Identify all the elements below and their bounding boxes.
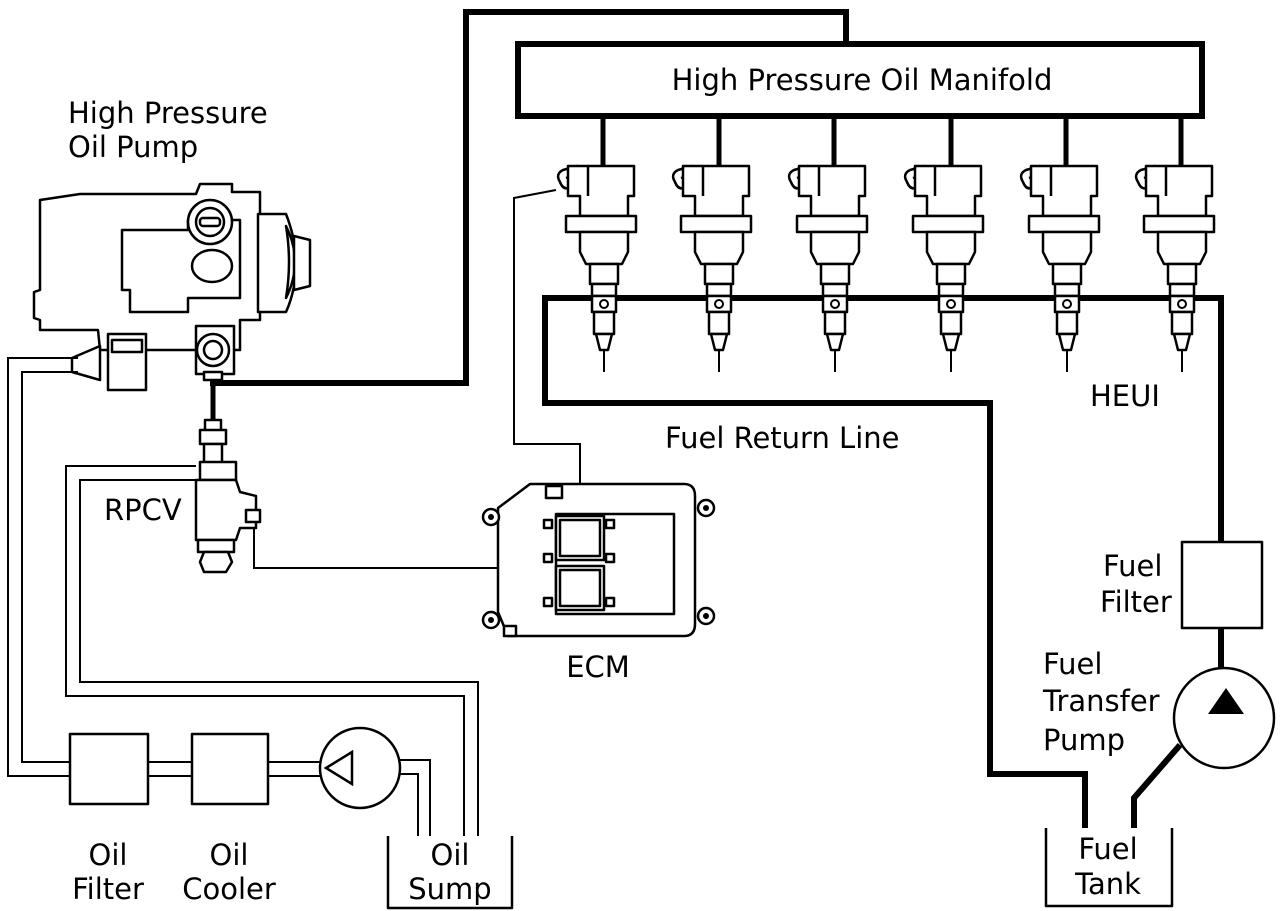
pump-label-line1: High Pressure — [68, 96, 268, 130]
pump-label-line2: Oil Pump — [68, 130, 198, 164]
injector-5 — [1019, 164, 1101, 374]
injector-6 — [1134, 164, 1216, 374]
transfer-pump-label-line1: Fuel — [1043, 647, 1102, 681]
transfer-pump-label-line3: Pump — [1043, 723, 1125, 757]
heui-injectors — [556, 164, 1216, 374]
rpcv-label: RPCV — [104, 493, 182, 527]
rpcv-valve — [194, 418, 262, 574]
oil-cooler-label-line2: Cooler — [182, 872, 276, 906]
fuel-tank-label-line2: Tank — [1074, 867, 1141, 901]
high-pressure-oil-manifold — [515, 41, 1205, 119]
injector-1 — [556, 164, 638, 374]
pump-arrow-icon — [1208, 688, 1244, 714]
oil-sump-label-line2: Sump — [408, 872, 491, 906]
oil-filter-label-line2: Filter — [72, 872, 144, 906]
injector-3 — [787, 164, 869, 374]
oil-cooler — [190, 732, 270, 806]
fuel-filter — [1180, 540, 1264, 630]
fuel-return-line — [542, 295, 1224, 852]
oil-filter-label-line1: Oil — [89, 838, 128, 872]
oil-pump — [318, 726, 402, 810]
fuel-tank — [1044, 828, 1174, 908]
oil-cooler-label-line1: Oil — [210, 838, 249, 872]
fuel-filter-label-line2: Filter — [1100, 585, 1172, 619]
ecm-module — [481, 482, 716, 638]
injector-4 — [903, 164, 985, 374]
high-pressure-oil-pump — [32, 182, 312, 392]
injector-2 — [671, 164, 753, 374]
oil-filter — [68, 732, 150, 806]
ecm-label: ECM — [566, 650, 630, 684]
fuel-filter-label-line1: Fuel — [1103, 549, 1162, 583]
fuel-transfer-pump — [1172, 666, 1276, 770]
manifold-label: High Pressure Oil Manifold — [672, 63, 1053, 97]
heui-label: HEUI — [1090, 379, 1160, 413]
ecm-rpcv-wire — [253, 528, 498, 569]
ecm-injector-wire — [513, 189, 581, 488]
oil-sump — [386, 836, 514, 910]
transfer-pump-label-line2: Transfer — [1042, 684, 1160, 718]
fuel-return-line-label: Fuel Return Line — [665, 421, 899, 455]
pump-arrow-icon — [323, 749, 354, 787]
fuel-tank-label-line1: Fuel — [1078, 832, 1137, 866]
manifold-risers — [600, 116, 1184, 166]
oil-sump-label-line1: Oil — [431, 838, 470, 872]
oil-supply-lines — [7, 357, 479, 842]
